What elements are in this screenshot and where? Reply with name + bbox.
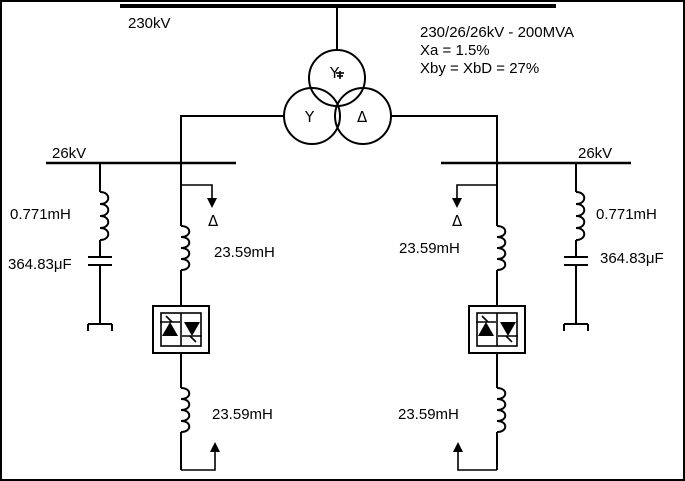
wye-secondary-lead: [180, 115, 284, 163]
three-winding-transformer: Y Y Δ: [283, 49, 392, 145]
right-subsystem: 26kV 0.771mH 364.83μF Δ 23.59mH: [398, 145, 664, 471]
left-filter-capacitance-label: 364.83μF: [8, 256, 72, 273]
right-valve-gate: [481, 315, 489, 323]
transformer-rating: 230/26/26kV - 200MVA: [420, 24, 574, 41]
primary-wye-symbol: Y: [329, 64, 340, 82]
left-filter-inductor: [99, 191, 110, 241]
right-thyristor-valve: [468, 305, 526, 354]
right-filter-capacitance-label: 364.83μF: [600, 250, 664, 267]
left-upper-inductor: [180, 225, 191, 271]
transformer-xa: Xa = 1.5%: [420, 42, 490, 59]
right-valve-thyristor: [500, 322, 516, 336]
delta-winding-symbol: Δ: [357, 108, 368, 126]
right-filter-inductance-label: 0.771mH: [596, 206, 657, 223]
right-upper-inductor: [496, 225, 507, 271]
right-delta-marker: Δ: [452, 212, 463, 230]
wye-winding-symbol: Y: [304, 108, 315, 126]
left-filter-inductance-label: 0.771mH: [10, 206, 71, 223]
right-return-arrow: [453, 442, 497, 471]
right-valve-gate: [505, 335, 513, 343]
left-lower-inductance-label: 23.59mH: [212, 406, 273, 423]
right-delta-tap-arrow: [452, 184, 497, 208]
right-filter-inductor: [575, 191, 586, 241]
right-valve-thyristor: [478, 322, 494, 336]
right-lower-inductance-label: 23.59mH: [398, 406, 459, 423]
right-lower-inductor: [496, 387, 507, 433]
left-delta-tap-arrow: [181, 184, 217, 208]
left-return-arrow: [181, 442, 220, 471]
left-valve-thyristor: [162, 322, 178, 336]
left-subsystem: 26kV 0.771mH 364.83μF Δ 23.59mH: [8, 145, 275, 471]
delta-secondary-lead: [391, 115, 498, 163]
left-valve-thyristor: [184, 322, 200, 336]
left-valve-gate: [165, 315, 173, 323]
left-lower-inductor: [180, 387, 191, 433]
transformer-xb: Xby = XbD = 27%: [420, 60, 539, 77]
right-upper-inductance-label: 23.59mH: [399, 240, 460, 257]
left-valve-gate: [189, 335, 197, 343]
hv-bus-label: 230kV: [128, 15, 171, 32]
left-upper-inductance-label: 23.59mH: [214, 244, 275, 261]
left-lv-bus-label: 26kV: [52, 145, 86, 162]
left-thyristor-valve: [152, 305, 210, 354]
right-lv-bus-label: 26kV: [578, 145, 612, 162]
left-delta-marker: Δ: [208, 212, 219, 230]
